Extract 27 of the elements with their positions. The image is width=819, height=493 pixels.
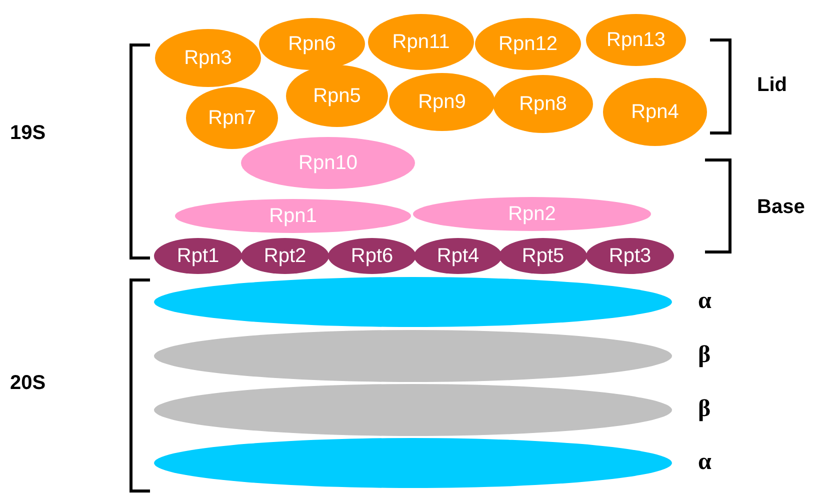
subunit-name: Rpt1 — [176, 245, 220, 267]
subunit-name: Rpn11 — [391, 31, 451, 53]
ring-label: β — [698, 342, 711, 369]
subunit-name: Rpt3 — [608, 245, 652, 267]
subunit-name: Rpn12 — [498, 33, 558, 55]
section-label: Lid — [757, 74, 787, 97]
section-label: 19S — [10, 122, 46, 145]
subunit-name: Rpn2 — [507, 203, 557, 225]
section-label: 20S — [10, 372, 46, 395]
subunit-name: Rpn5 — [312, 85, 362, 107]
subunit-name: Rpn7 — [207, 107, 257, 129]
ring-label: α — [698, 449, 712, 476]
section-label: Base — [757, 196, 805, 219]
subunit-name: Rpn1 — [268, 205, 318, 227]
ring-label: α — [698, 288, 712, 315]
subunit-name: Rpt6 — [350, 245, 394, 267]
subunit-name: Rpn4 — [630, 101, 680, 123]
subunit-name: Rpn3 — [183, 47, 233, 69]
subunit-name: Rpn8 — [518, 93, 568, 115]
subunit-name: Rpt5 — [520, 245, 566, 267]
subunit-name: Rpt4 — [436, 245, 480, 267]
ring-label: β — [698, 396, 711, 423]
subunit-name: Rpn6 — [287, 33, 337, 55]
subunit-name: Rpn9 — [417, 91, 467, 113]
subunit-name: Rpn10 — [298, 152, 358, 174]
subunit-name: Rpn13 — [606, 29, 666, 51]
subunit-name: Rpt2 — [262, 245, 308, 267]
